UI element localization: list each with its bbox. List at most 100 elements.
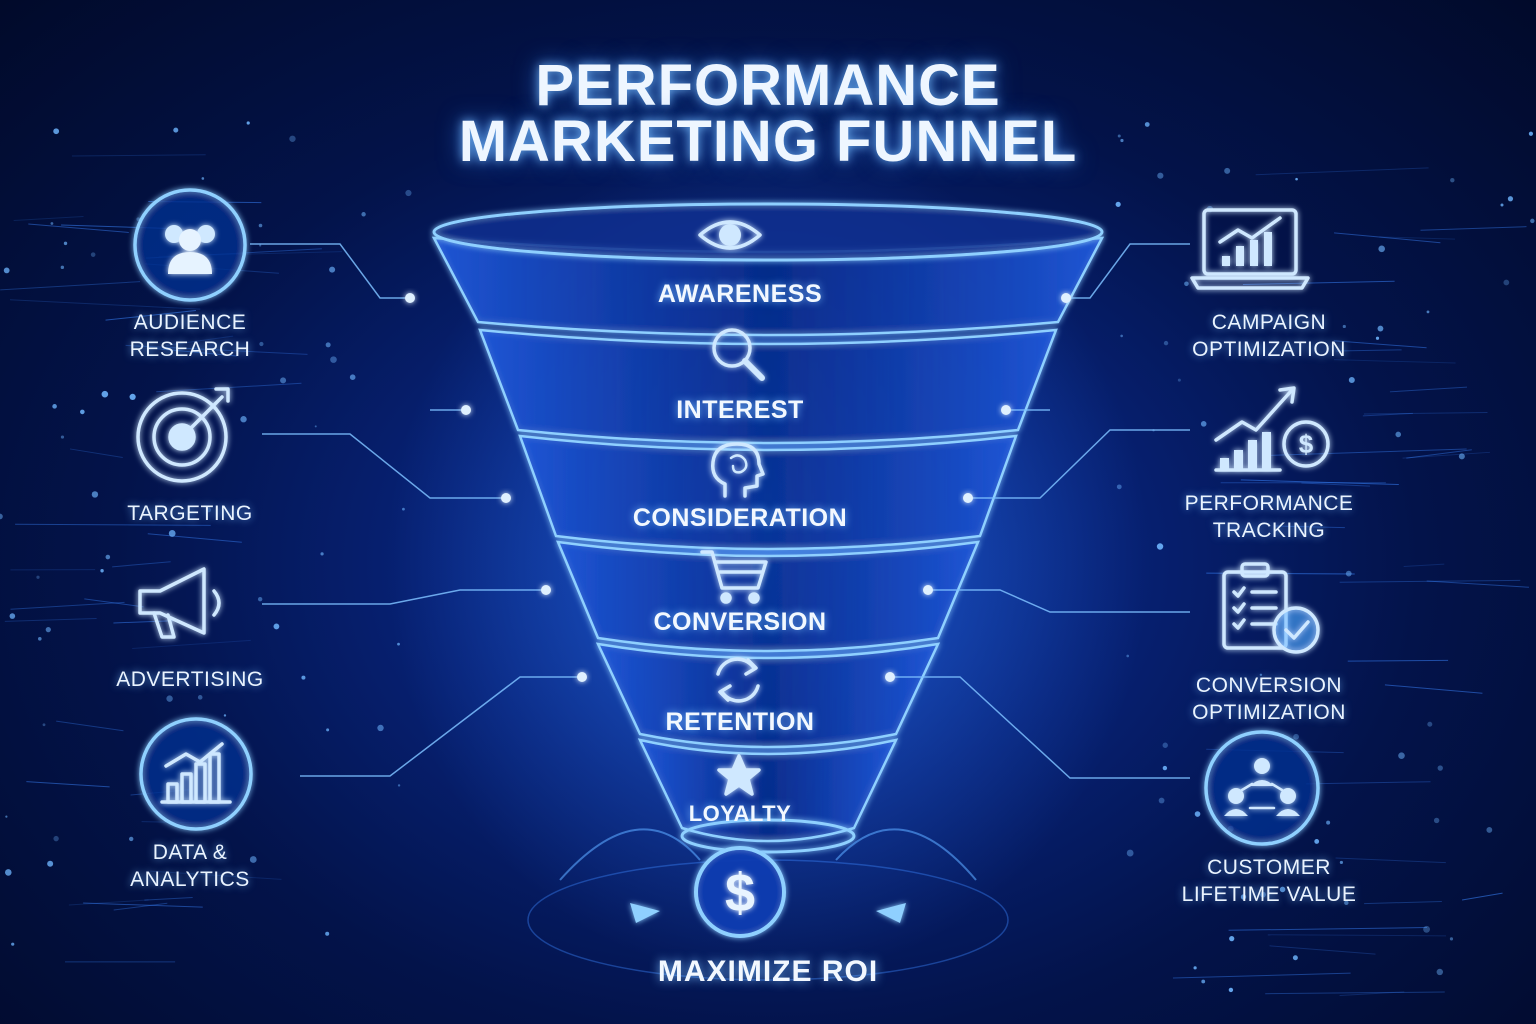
background-dot (45, 627, 51, 633)
background-dot (246, 121, 250, 125)
title-line-2: MARKETING FUNNEL (458, 109, 1078, 174)
background-streak (9, 299, 201, 310)
star-icon (717, 754, 761, 796)
roi-label: MAXIMIZE ROI (657, 955, 879, 988)
background-streak (1339, 991, 1405, 996)
background-streak (1347, 659, 1449, 662)
connector-node (405, 293, 415, 303)
background-dot (60, 265, 65, 270)
background-dot (1259, 673, 1263, 677)
background-dot (105, 554, 111, 560)
background-dot (1436, 968, 1444, 976)
people-icon (165, 225, 215, 274)
background-dot (1486, 827, 1493, 833)
background-dot (1433, 817, 1440, 824)
background-streak (56, 720, 124, 732)
background-dot (326, 728, 330, 732)
background-streak (1403, 563, 1445, 567)
background-dot (1200, 421, 1207, 427)
background-dot (129, 393, 136, 400)
background-dot (1395, 431, 1402, 438)
bar-chart-icon (160, 742, 232, 804)
connector-node (885, 672, 895, 682)
stage-label-retention: RETENTION (665, 708, 815, 736)
background-streak (1301, 482, 1370, 487)
background-streak (71, 154, 206, 157)
background-dot (1144, 122, 1150, 127)
background-streak (1406, 449, 1472, 459)
connector-audience-research (250, 243, 410, 299)
funnel-band-consideration (518, 434, 1018, 551)
background-dot (1260, 891, 1266, 898)
background-dot (1126, 849, 1134, 857)
background-dot (100, 569, 104, 573)
funnel-band-loyalty (637, 738, 899, 843)
background-dot (330, 356, 337, 363)
head-icon (711, 442, 765, 498)
background-dot (60, 435, 65, 439)
background-dot (1339, 860, 1344, 865)
background-dot (1163, 340, 1169, 346)
background-streak (132, 639, 251, 649)
background-streak (1228, 927, 1427, 931)
background-dot (1279, 886, 1286, 893)
background-dot (377, 724, 384, 732)
network-people-icon (1224, 758, 1300, 816)
background-dot (280, 377, 287, 384)
background-dot (90, 252, 96, 257)
connector-node (577, 672, 587, 682)
funnel-tip (680, 818, 856, 854)
connector-data-analytics (300, 676, 582, 777)
background-dot (325, 931, 330, 936)
background-dot (1449, 937, 1454, 941)
background-dot (9, 613, 16, 619)
background-dot (197, 695, 203, 700)
connector-node (963, 493, 973, 503)
background-dot (405, 189, 412, 197)
clipboard-check-icon (1222, 562, 1320, 654)
background-dot (4, 869, 12, 876)
background-dot (0, 513, 3, 520)
background-streak (147, 347, 237, 357)
funnel-band-retention (595, 642, 941, 749)
connector-node (1061, 293, 1071, 303)
funnel-band-conversion (556, 540, 980, 653)
background-dot (1120, 138, 1124, 143)
connector-targeting (262, 433, 506, 499)
label-advertising: ADVERTISING (116, 668, 264, 691)
background-dot (1375, 336, 1380, 340)
background-streak (1389, 386, 1468, 393)
background-streak (13, 216, 84, 221)
background-streak (1255, 167, 1429, 176)
background-dot (1194, 811, 1201, 817)
stage-label-interest: INTEREST (676, 396, 804, 424)
background-dot (101, 390, 109, 398)
background-streak (69, 448, 123, 458)
svg-text:$: $ (1299, 429, 1314, 459)
background-streak (1334, 232, 1441, 244)
background-dot (1120, 334, 1123, 338)
background-streak (1462, 892, 1503, 901)
background-dot (1184, 281, 1189, 287)
background-streak (1379, 236, 1456, 240)
background-dot (42, 723, 46, 727)
background-dot (91, 491, 99, 498)
background-dot (1345, 570, 1352, 577)
background-streak (1363, 412, 1488, 415)
background-dot (1117, 134, 1121, 138)
background-streak (144, 896, 193, 901)
background-dot (1240, 894, 1247, 900)
stage-label-awareness: AWARENESS (657, 280, 823, 308)
background-streak (113, 620, 174, 624)
background-dot (1344, 900, 1349, 906)
background-streak (112, 561, 171, 568)
background-dot (1292, 955, 1298, 961)
background-dot (1450, 177, 1455, 183)
background-streak (1426, 580, 1529, 588)
background-streak (1384, 684, 1483, 694)
background-streak (1269, 945, 1376, 955)
